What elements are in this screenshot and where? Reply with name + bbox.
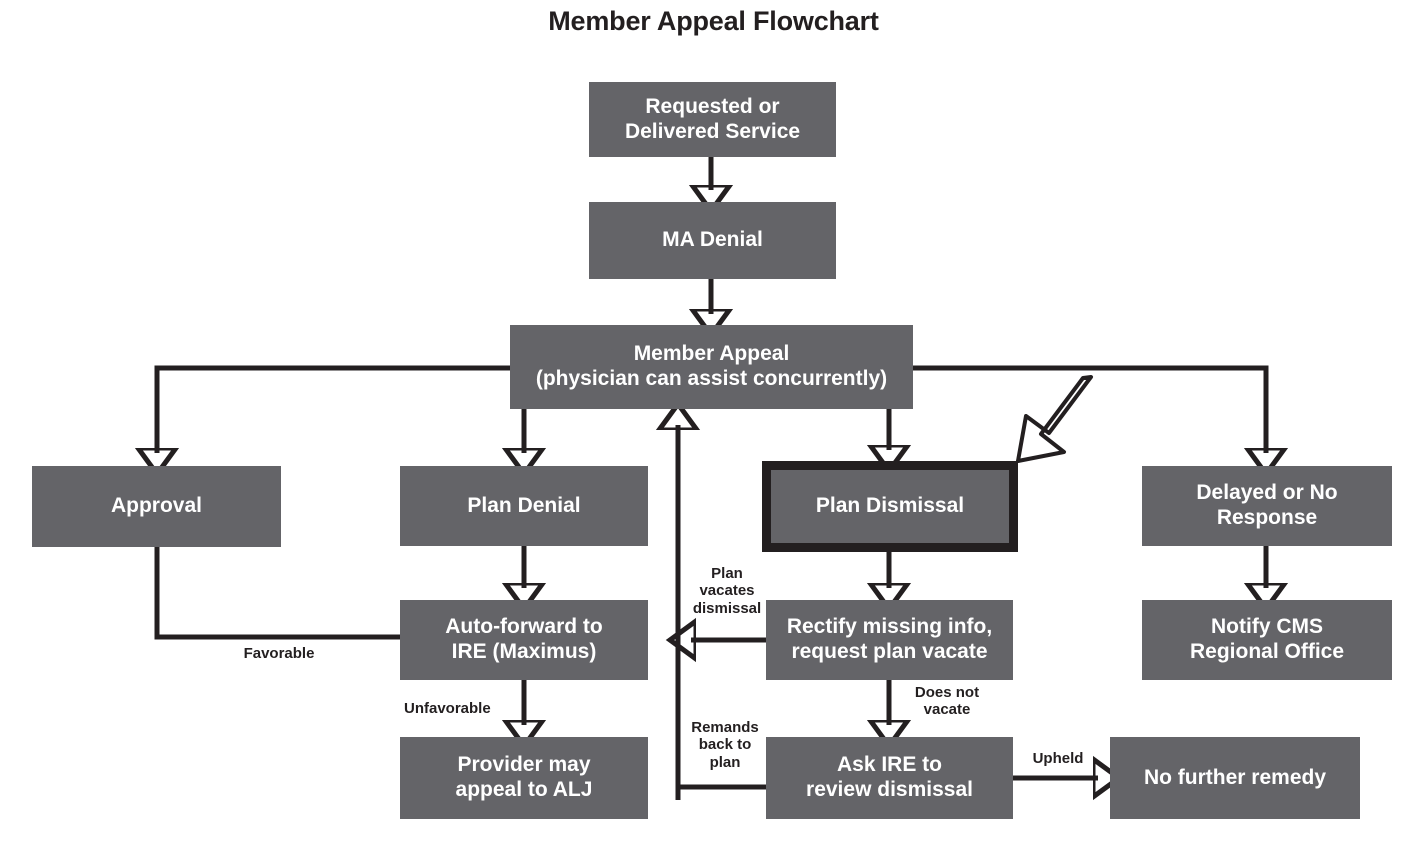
- node-label: Ask IRE to review dismissal: [806, 753, 973, 801]
- edge-label-does-not-vacate: Does not vacate: [895, 684, 999, 719]
- node-label: Rectify missing info, request plan vacat…: [786, 615, 993, 663]
- edge-label-remands-back-to-plan: Remands back to plan: [684, 719, 766, 771]
- node-notify-cms-regional-office[interactable]: Notify CMS Regional Office: [1142, 600, 1392, 680]
- edge-label-unfavorable: Unfavorable: [404, 700, 518, 718]
- node-label: Approval: [110, 494, 202, 518]
- node-auto-forward-to-ire[interactable]: Auto-forward to IRE (Maximus): [400, 600, 648, 680]
- node-ask-ire-to-review-dismissal[interactable]: Ask IRE to review dismissal: [766, 737, 1013, 819]
- node-no-further-remedy[interactable]: No further remedy: [1110, 737, 1360, 819]
- node-provider-may-appeal-to-alj[interactable]: Provider may appeal to ALJ: [400, 737, 648, 819]
- node-label: Requested or Delivered Service: [624, 94, 801, 143]
- edge-label-upheld: Upheld: [1024, 750, 1092, 768]
- node-label: Auto-forward to IRE (Maximus): [445, 615, 603, 663]
- page-title: Member Appeal Flowchart: [548, 6, 879, 36]
- node-label: Plan Denial: [467, 493, 581, 517]
- node-label: Notify CMS Regional Office: [1189, 615, 1345, 663]
- edge-member-appeal-to-approval: [157, 365, 510, 453]
- node-member-appeal[interactable]: Member Appeal (physician can assist conc…: [510, 325, 913, 409]
- edge-label-favorable: Favorable: [181, 645, 377, 663]
- node-plan-denial[interactable]: Plan Denial: [400, 466, 648, 546]
- node-label: No further remedy: [1143, 765, 1327, 789]
- node-label: Provider may appeal to ALJ: [455, 753, 593, 801]
- node-delayed-or-no-response[interactable]: Delayed or No Response: [1142, 466, 1392, 546]
- edge-member-appeal-to-delayed: [913, 365, 1266, 453]
- node-requested-or-delivered-service[interactable]: Requested or Delivered Service: [589, 82, 836, 157]
- edge-approval-to-auto-forward: [154, 547, 400, 640]
- node-plan-dismissal[interactable]: Plan Dismissal: [762, 461, 1018, 552]
- node-ma-denial[interactable]: MA Denial: [589, 202, 836, 279]
- node-rectify-missing-info[interactable]: Rectify missing info, request plan vacat…: [766, 600, 1013, 680]
- bold-pointer-arrow: [1016, 375, 1093, 463]
- node-label: Member Appeal (physician can assist conc…: [535, 342, 888, 390]
- edge-label-plan-vacates-dismissal: Plan vacates dismissal: [688, 565, 766, 617]
- node-approval[interactable]: Approval: [32, 466, 281, 547]
- node-label: MA Denial: [662, 228, 763, 252]
- node-label: Delayed or No Response: [1196, 481, 1338, 529]
- node-label: Plan Dismissal: [815, 494, 965, 518]
